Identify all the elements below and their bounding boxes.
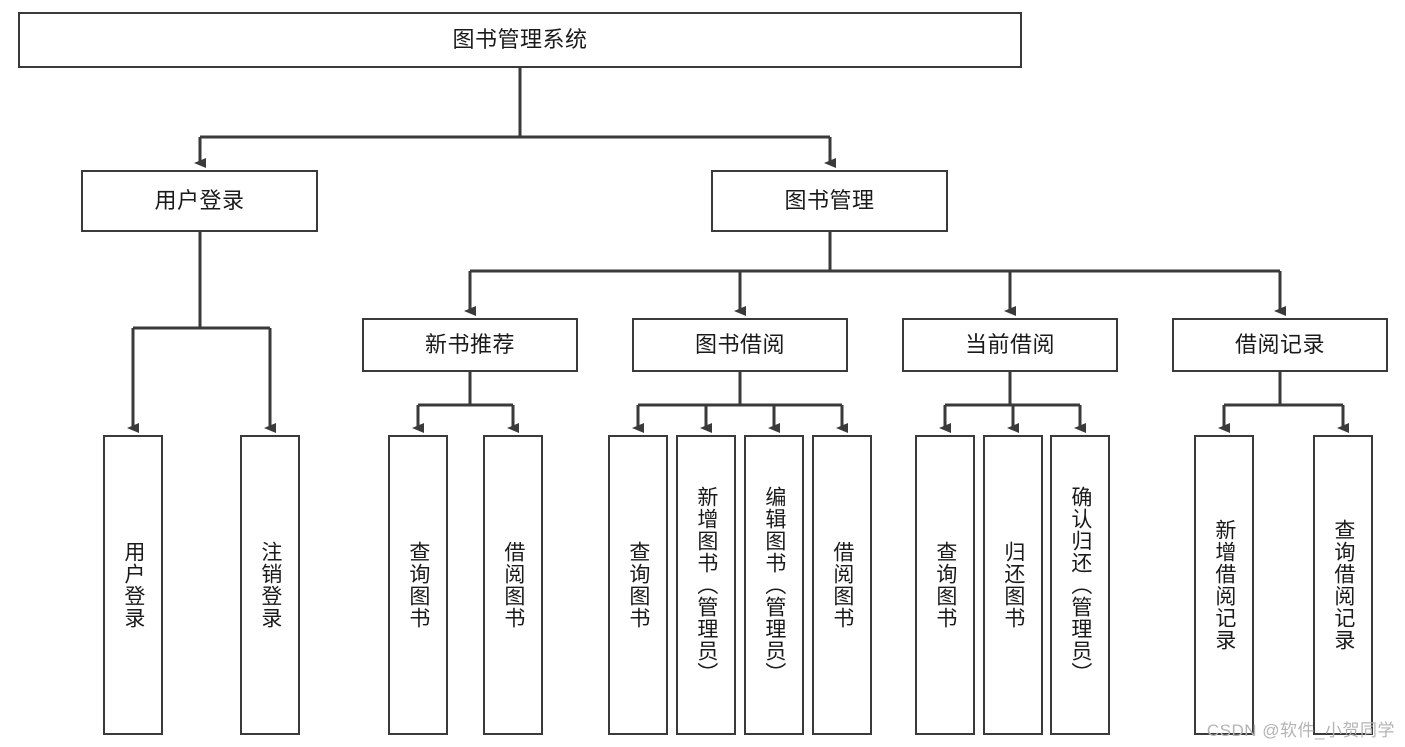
leaf-confirm-return-label: 确认归还（管理员） (1068, 486, 1092, 684)
leaf-add-record-label: 新增借阅记录 (1212, 519, 1236, 651)
node-root-label: 图书管理系统 (452, 26, 588, 52)
node-book-borrow[interactable]: 图书借阅 (632, 318, 848, 372)
leaf-user-login[interactable]: 用户登录 (103, 435, 163, 735)
leaf-user-login-label: 用户登录 (121, 541, 145, 629)
leaf-borrow-book-1[interactable]: 借阅图书 (483, 435, 543, 735)
leaf-logout[interactable]: 注销登录 (240, 435, 300, 735)
leaf-return-book[interactable]: 归还图书 (983, 435, 1043, 735)
leaf-add-book-label: 新增图书（管理员） (694, 486, 718, 684)
leaf-query-book-3-label: 查询图书 (933, 541, 957, 629)
node-book-borrow-label: 图书借阅 (694, 331, 785, 357)
leaf-query-book-3[interactable]: 查询图书 (915, 435, 975, 735)
leaf-return-book-label: 归还图书 (1001, 541, 1025, 629)
node-book-manage-label: 图书管理 (784, 187, 875, 213)
leaf-query-book-1[interactable]: 查询图书 (388, 435, 448, 735)
leaf-borrow-book-2-label: 借阅图书 (830, 541, 854, 629)
node-book-manage[interactable]: 图书管理 (711, 170, 948, 232)
leaf-query-book-2-label: 查询图书 (626, 541, 650, 629)
node-user-login-label: 用户登录 (154, 187, 245, 213)
node-root[interactable]: 图书管理系统 (18, 12, 1022, 68)
node-new-book-rec[interactable]: 新书推荐 (362, 318, 578, 372)
leaf-edit-book-label: 编辑图书（管理员） (762, 486, 786, 684)
leaf-confirm-return[interactable]: 确认归还（管理员） (1050, 435, 1110, 735)
leaf-query-book-2[interactable]: 查询图书 (608, 435, 668, 735)
watermark: CSDN @软件_小贺同学 (1206, 721, 1395, 740)
leaf-logout-label: 注销登录 (258, 541, 282, 629)
node-current-borrow[interactable]: 当前借阅 (902, 318, 1118, 372)
node-current-borrow-label: 当前借阅 (964, 331, 1055, 357)
leaf-edit-book[interactable]: 编辑图书（管理员） (744, 435, 804, 735)
node-new-book-rec-label: 新书推荐 (424, 331, 515, 357)
leaf-borrow-book-2[interactable]: 借阅图书 (812, 435, 872, 735)
leaf-query-record-label: 查询借阅记录 (1331, 519, 1355, 651)
leaf-add-record[interactable]: 新增借阅记录 (1194, 435, 1254, 735)
node-borrow-record[interactable]: 借阅记录 (1172, 318, 1388, 372)
leaf-borrow-book-1-label: 借阅图书 (501, 541, 525, 629)
node-user-login[interactable]: 用户登录 (81, 170, 318, 232)
leaf-query-record[interactable]: 查询借阅记录 (1313, 435, 1373, 735)
leaf-query-book-1-label: 查询图书 (406, 541, 430, 629)
leaf-add-book[interactable]: 新增图书（管理员） (676, 435, 736, 735)
node-borrow-record-label: 借阅记录 (1234, 331, 1325, 357)
